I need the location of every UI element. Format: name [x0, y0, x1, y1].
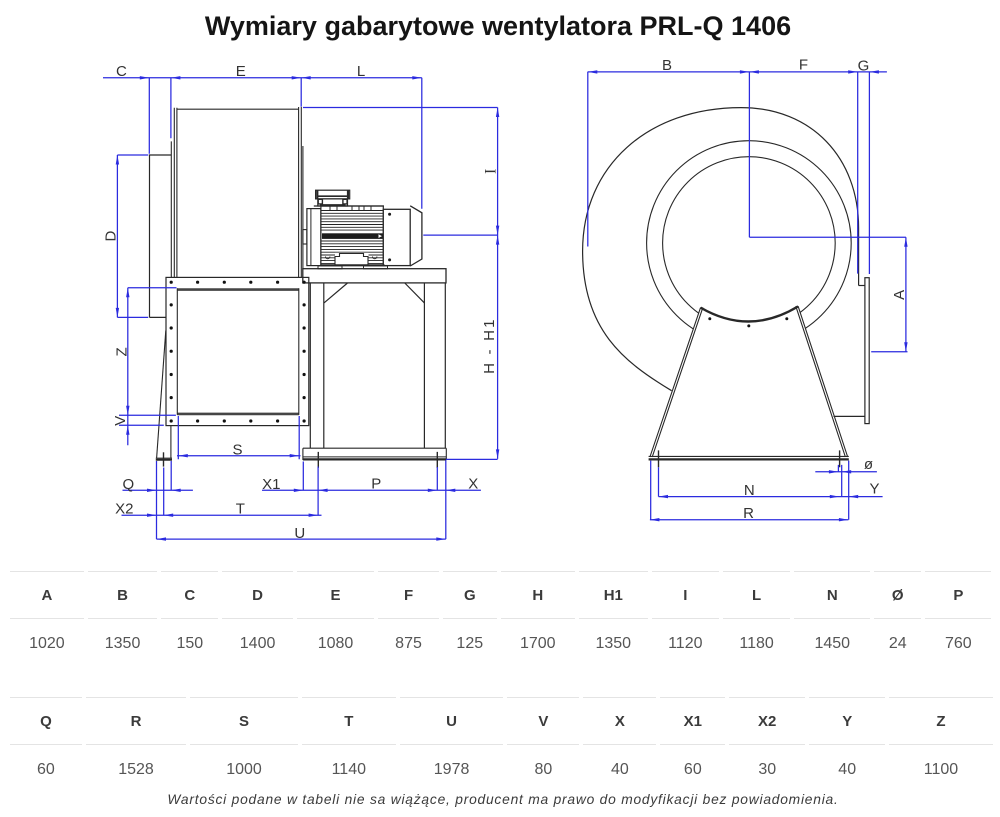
svg-text:X: X	[468, 475, 478, 492]
svg-text:C: C	[116, 63, 127, 80]
svg-text:X1: X1	[262, 476, 280, 493]
svg-text:Q: Q	[122, 476, 134, 493]
svg-text:P: P	[371, 475, 381, 492]
svg-text:D: D	[103, 231, 120, 242]
svg-text:H - H1: H - H1	[481, 317, 498, 374]
svg-text:F: F	[799, 57, 808, 74]
svg-text:T: T	[236, 500, 245, 517]
svg-text:I: I	[483, 169, 500, 174]
svg-text:Y: Y	[869, 481, 879, 498]
svg-text:V: V	[112, 416, 129, 426]
svg-text:B: B	[662, 57, 672, 74]
svg-text:U: U	[294, 525, 305, 542]
svg-text:Z: Z	[113, 347, 130, 356]
svg-text:G: G	[858, 57, 870, 74]
svg-text:E: E	[236, 63, 246, 80]
svg-text:ø: ø	[864, 456, 873, 473]
svg-text:A: A	[891, 290, 908, 300]
svg-text:X2: X2	[115, 500, 133, 517]
svg-text:S: S	[232, 442, 242, 459]
svg-text:R: R	[743, 505, 754, 522]
svg-text:L: L	[357, 63, 365, 80]
svg-text:N: N	[744, 482, 755, 499]
